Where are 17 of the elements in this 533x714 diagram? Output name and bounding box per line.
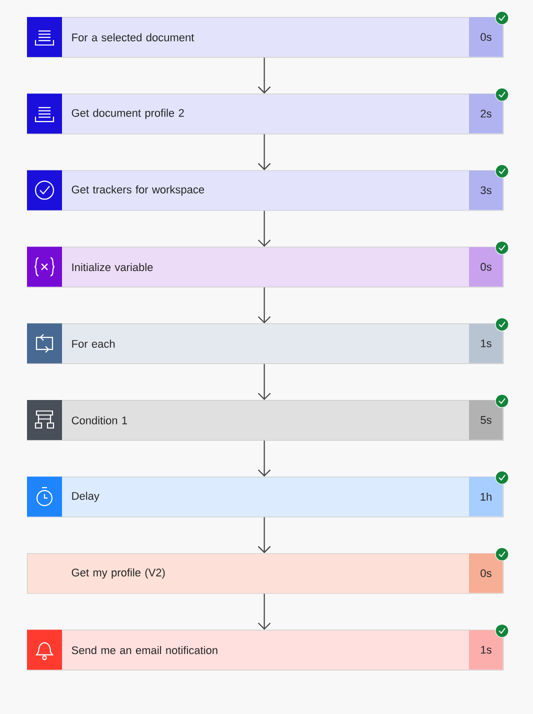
arrow [258,517,271,554]
duration-cell: 5s [469,400,503,440]
arrow [258,210,271,247]
duration-cell: 3s [469,170,503,210]
arrow [258,364,271,400]
duration-cell: 2s [469,94,503,134]
arrow [258,134,271,170]
duration-cell: 0s [469,247,503,286]
arrow [258,440,271,477]
duration-cell: 1s [469,630,503,670]
duration-cell: 0s [469,554,503,593]
arrow [258,58,271,94]
duration-cell: 1s [469,324,503,364]
duration-cell: 0s [469,17,503,57]
duration-cell: 1h [469,476,503,516]
arrow [258,594,271,630]
arrow [258,287,271,324]
